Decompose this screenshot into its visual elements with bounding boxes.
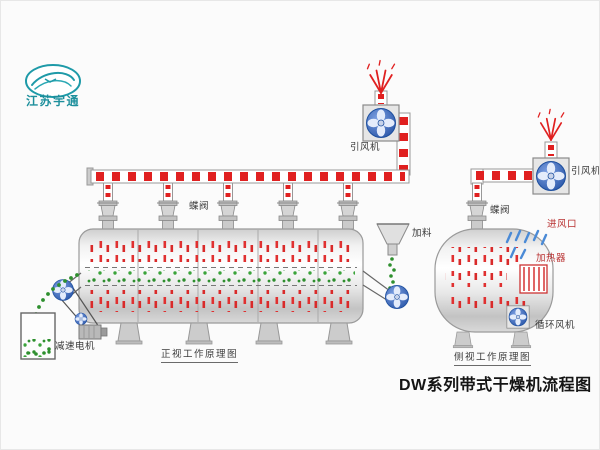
inlet-air-dashes [505,229,548,260]
butterfly-valves-main [97,183,359,229]
company-logo-icon [25,64,81,98]
main-dryer-legs [115,322,353,345]
label-induced-fan-main: 引风机 [350,142,381,153]
discharge-pulley-icon [52,279,74,301]
main-exhaust-pipe [86,90,411,186]
circulation-fan-icon [507,306,529,328]
label-heater: 加热器 [536,253,567,264]
label-butterfly-valve-main: 蝶阀 [189,201,210,212]
small-pulley-icon [74,312,88,326]
label-circulation-fan: 循环风机 [535,320,576,331]
caption-front-view: 正视工作原理图 [161,346,239,363]
caption-side-view: 侧视工作原理图 [454,349,532,366]
induced-fan-main-icon [363,105,399,141]
butterfly-valve-side-icon [466,183,488,229]
label-gear-motor: 减速电机 [55,341,96,352]
feed-hopper-icon [376,223,410,290]
exhaust-spray-side-icon [537,108,565,141]
label-butterfly-valve-side: 蝶阀 [490,205,511,216]
company-name: 江苏宇通 [26,94,81,108]
exhaust-spray-main-icon [366,59,396,94]
diagram-title: DW系列带式干燥机流程图 [399,377,592,394]
gear-motor-icon [78,324,102,340]
side-dryer-body [434,228,554,349]
drive-pulley-right [362,270,410,310]
heater-icon [519,264,548,294]
induced-fan-side-icon [533,158,569,194]
main-dryer-body [78,228,364,324]
label-feed: 加料 [412,228,433,239]
label-air-inlet: 进风口 [547,219,578,230]
discharge-assembly [20,272,108,360]
label-induced-fan-side: 引风机 [571,166,600,177]
